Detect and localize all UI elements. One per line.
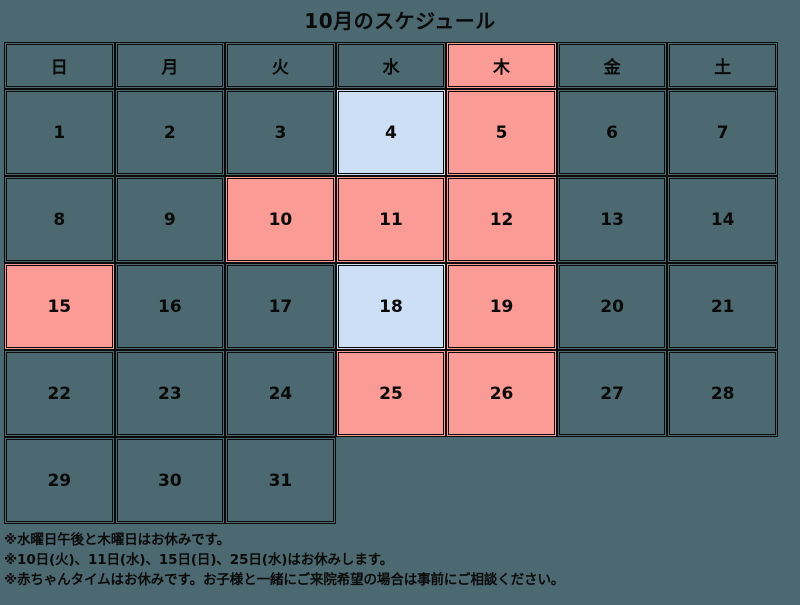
day-cell-23[interactable]: 23 [114, 350, 226, 437]
day-cell-19[interactable]: 19 [446, 263, 557, 350]
weekday-header-1: 月 [114, 42, 226, 89]
day-cell-20[interactable]: 20 [556, 263, 668, 350]
day-cell-7[interactable]: 7 [667, 89, 778, 176]
day-cell-13[interactable]: 13 [556, 176, 668, 263]
day-cell-22[interactable]: 22 [4, 350, 115, 437]
day-cell-30[interactable]: 30 [114, 437, 226, 524]
day-cell-10[interactable]: 10 [225, 176, 336, 263]
note-line-2: ※10日(火)、11日(水)、15日(日)、25日(水)はお休みします。 [4, 552, 394, 568]
day-cell-8[interactable]: 8 [4, 176, 115, 263]
day-cell-4[interactable]: 4 [335, 89, 447, 176]
weekday-header-5: 金 [556, 42, 668, 89]
weekday-header-4: 木 [446, 42, 557, 89]
day-cell-2[interactable]: 2 [114, 89, 226, 176]
day-cell-6[interactable]: 6 [556, 89, 668, 176]
day-cell-21[interactable]: 21 [667, 263, 778, 350]
day-cell-18[interactable]: 18 [335, 263, 447, 350]
notes-section: ※水曜日午後と木曜日はお休みです。 ※10日(火)、11日(水)、15日(日)、2… [0, 524, 800, 590]
day-cell-3[interactable]: 3 [225, 89, 336, 176]
note-line-1: ※水曜日午後と木曜日はお休みです。 [4, 532, 231, 548]
day-cell-14[interactable]: 14 [667, 176, 778, 263]
day-cell-empty [667, 437, 778, 524]
day-cell-16[interactable]: 16 [114, 263, 226, 350]
day-cell-12[interactable]: 12 [446, 176, 557, 263]
day-cell-17[interactable]: 17 [225, 263, 336, 350]
day-cell-31[interactable]: 31 [225, 437, 336, 524]
day-cell-27[interactable]: 27 [556, 350, 668, 437]
day-cell-25[interactable]: 25 [335, 350, 447, 437]
note-line-3: ※赤ちゃんタイムはお休みです。お子様と一緒にご来院希望の場合は事前にご相談くださ… [4, 572, 565, 588]
day-cell-1[interactable]: 1 [4, 89, 115, 176]
day-cell-9[interactable]: 9 [114, 176, 226, 263]
day-cell-5[interactable]: 5 [446, 89, 557, 176]
weekday-header-6: 土 [667, 42, 778, 89]
day-cell-empty [335, 437, 447, 524]
calendar-header: 日月火水木金土 [4, 42, 778, 89]
day-cell-empty [446, 437, 557, 524]
page-title: 10月のスケジュール [304, 9, 496, 33]
day-cell-11[interactable]: 11 [335, 176, 447, 263]
day-cell-29[interactable]: 29 [4, 437, 115, 524]
weekday-header-3: 水 [335, 42, 447, 89]
weekday-header-row: 日月火水木金土 [4, 42, 778, 89]
day-cell-26[interactable]: 26 [446, 350, 557, 437]
day-cell-15[interactable]: 15 [4, 263, 115, 350]
day-cell-28[interactable]: 28 [667, 350, 778, 437]
day-cell-24[interactable]: 24 [225, 350, 336, 437]
weekday-header-0: 日 [4, 42, 115, 89]
weekday-header-2: 火 [225, 42, 336, 89]
day-cell-empty [556, 437, 668, 524]
